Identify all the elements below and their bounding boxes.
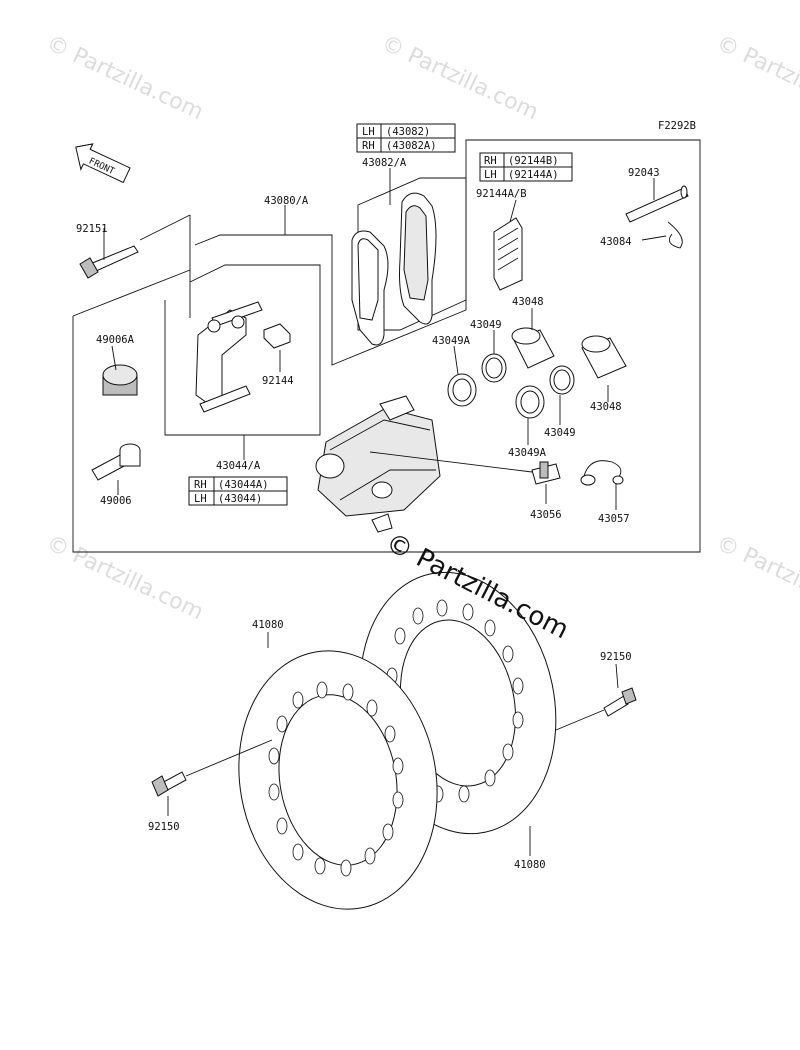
bleeder-cap	[580, 460, 624, 486]
front-arrow-icon: FRONT	[75, 143, 131, 184]
watermark: © Partzilla.com	[712, 531, 800, 625]
table-cell: (43082A)	[386, 140, 437, 152]
pistons	[511, 327, 627, 379]
table-92144: RH (92144B) LH (92144A)	[479, 152, 573, 182]
pin-49006	[91, 443, 141, 481]
piston-seals	[447, 353, 575, 419]
disc-bolt-left	[151, 771, 187, 797]
part-labels: 92151 43080/A 43082/A 92144A/B 92043 430…	[76, 157, 660, 871]
caliper-bracket	[195, 301, 263, 413]
spring-92144	[263, 323, 291, 349]
pad-shim	[493, 217, 523, 291]
table-43082: LH (43082) RH (43082A)	[356, 123, 456, 153]
table-cell: LH	[194, 493, 207, 505]
brake-pad-set	[351, 192, 437, 346]
watermark: © Partzilla.com	[712, 31, 800, 125]
callout-49006[interactable]: 49006	[100, 495, 132, 507]
disc-bolt-right	[603, 687, 637, 717]
pad-frame	[357, 177, 467, 331]
watermark: © Partzilla.com	[377, 31, 541, 125]
watermark: © Partzilla.com	[42, 31, 206, 125]
watermark: © Partzilla.com	[42, 531, 206, 625]
callout-41080-left[interactable]: 41080	[252, 619, 284, 631]
callout-43057[interactable]: 43057	[598, 513, 630, 525]
table-cell: RH	[484, 155, 497, 167]
bolt-92151	[79, 245, 139, 279]
table-cell: LH	[484, 169, 497, 181]
callout-41080-right[interactable]: 41080	[514, 859, 546, 871]
table-cell: LH	[362, 126, 375, 138]
table-cell: RH	[362, 140, 375, 152]
table-cell: (92144A)	[508, 169, 559, 181]
diagram-code: F2292B	[658, 120, 696, 132]
table-cell: RH	[194, 479, 207, 491]
callout-92151[interactable]: 92151	[76, 223, 108, 235]
brake-disc-front	[238, 650, 438, 910]
callout-43049-top[interactable]: 43049	[470, 319, 502, 331]
callout-43049-bottom[interactable]: 43049	[544, 427, 576, 439]
callout-92144ab[interactable]: 92144A/B	[476, 188, 527, 200]
callout-43080[interactable]: 43080/A	[264, 195, 309, 207]
table-cell: (92144B)	[508, 155, 559, 167]
pad-pin	[625, 185, 689, 223]
table-cell: (43044)	[218, 493, 262, 505]
boot-49006A	[102, 364, 138, 396]
callout-43044[interactable]: 43044/A	[216, 460, 261, 472]
pad-pin-clip	[667, 221, 683, 249]
callout-92150-right[interactable]: 92150	[600, 651, 632, 663]
callout-43084[interactable]: 43084	[600, 236, 632, 248]
callout-49006A[interactable]: 49006A	[96, 334, 135, 346]
bleeder-valve	[531, 461, 561, 485]
callout-43056[interactable]: 43056	[530, 509, 562, 521]
callout-43048-bottom[interactable]: 43048	[590, 401, 622, 413]
callout-43049A-top[interactable]: 43049A	[432, 335, 471, 347]
callout-92150-left[interactable]: 92150	[148, 821, 180, 833]
callout-92144[interactable]: 92144	[262, 375, 294, 387]
table-cell: (43044A)	[218, 479, 269, 491]
caliper-body	[315, 395, 441, 533]
callout-43049A-bottom[interactable]: 43049A	[508, 447, 547, 459]
leader-lines	[103, 168, 667, 510]
table-43044: RH (43044A) LH (43044)	[188, 476, 288, 506]
callout-92043[interactable]: 92043	[628, 167, 660, 179]
disc-leader-lines	[167, 632, 619, 856]
callout-43048-top[interactable]: 43048	[512, 296, 544, 308]
callout-43082[interactable]: 43082/A	[362, 157, 407, 169]
table-cell: (43082)	[386, 126, 430, 138]
